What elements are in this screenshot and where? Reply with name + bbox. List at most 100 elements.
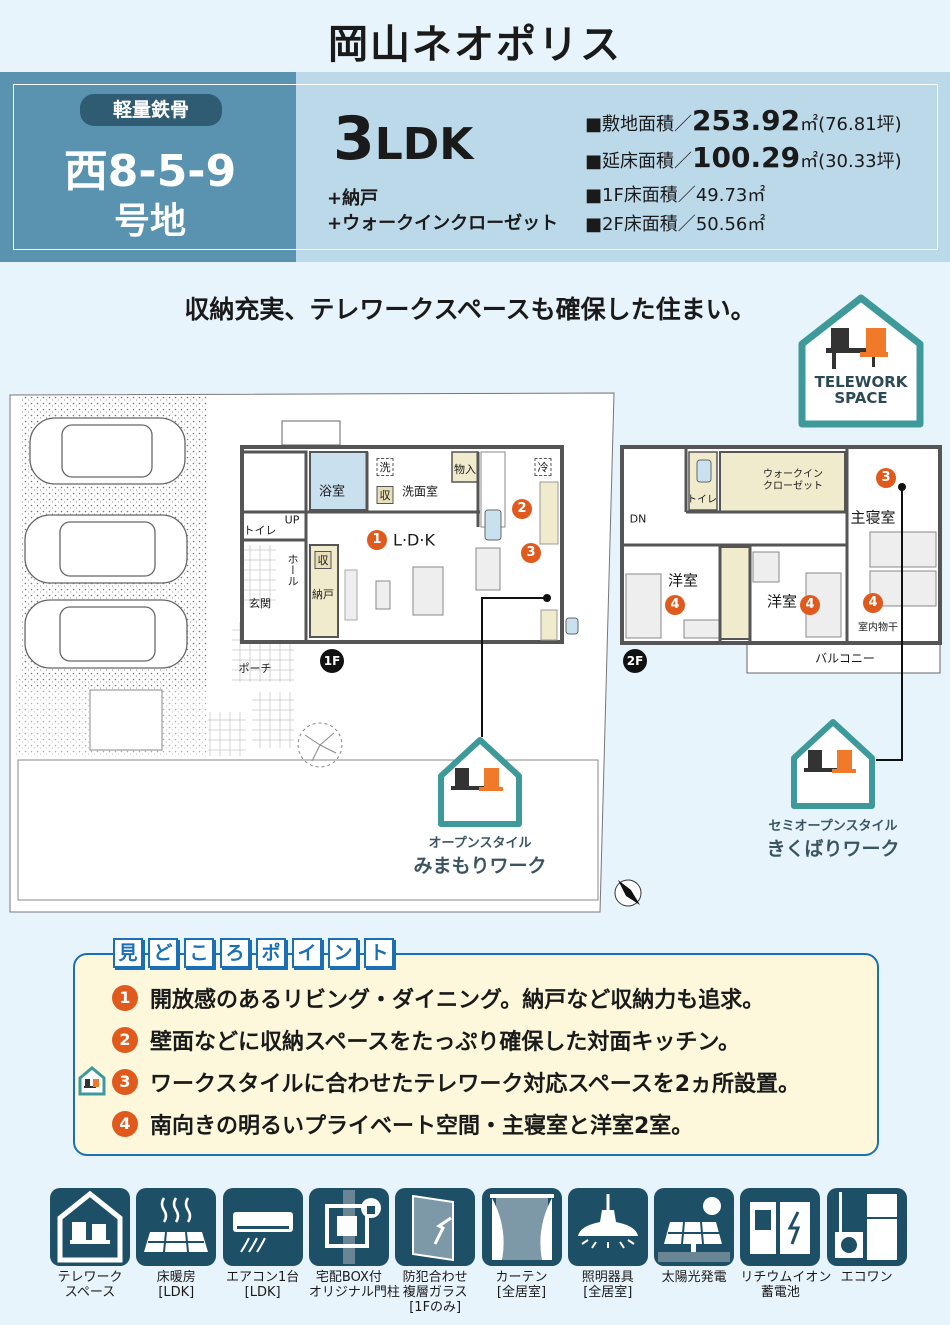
balcony-label: バルコニー [815, 651, 875, 666]
feature-caption: リチウムイオン蓄電池 [740, 1270, 832, 1300]
feature-label: エコワン [840, 1270, 893, 1285]
feature-label: エアコン1台 [225, 1270, 300, 1285]
point-number: 1 [112, 985, 138, 1011]
spec-label: ■1F床面積／ [585, 185, 696, 206]
room-western-2: 洋室 [766, 592, 798, 611]
storage-mark: 収 [376, 486, 394, 504]
points-heading-char: イ [292, 938, 322, 968]
feature-label: 防犯合わせ [402, 1270, 468, 1285]
feature-label: [LDK] [158, 1285, 195, 1300]
feature-label: 床暖房 [156, 1270, 196, 1285]
feature-label: オリジナル門柱 [308, 1285, 400, 1300]
layout-letters: LDK [374, 119, 474, 170]
storage-mark: 収 [314, 551, 332, 569]
extra-wic: +ウォークインクローゼット [327, 213, 559, 234]
feature-label: リチウムイオン [740, 1270, 832, 1285]
structure-badge: 軽量鉄骨 [80, 94, 222, 126]
ecoone-icon [834, 1192, 897, 1260]
spec-site-area: ■敷地面積／253.92㎡(76.81坪) [585, 104, 902, 137]
spec-1f-area: ■1F床面積／49.73㎡ [585, 181, 765, 207]
fridge-mark: 冷 [534, 458, 552, 476]
point-marker: 3 [876, 468, 896, 488]
spec-label: ■2F床面積／ [585, 214, 696, 235]
telework-icon [78, 1066, 106, 1096]
feature-lighting: 照明器具[全居室] [567, 1188, 648, 1300]
feature-tile [222, 1188, 303, 1266]
feature-delivery-box: 宅配BOX付オリジナル門柱 [308, 1188, 400, 1300]
header-right-panel [296, 72, 950, 262]
washer-mark: 洗 [376, 458, 394, 476]
feature-label: カーテン [495, 1270, 548, 1285]
feature-label: [全居室] [583, 1285, 633, 1300]
points-heading-char: ン [328, 938, 358, 968]
room-walk-in-closet: ウォークイン クローゼット [763, 469, 823, 492]
feature-label: [全居室] [496, 1285, 547, 1300]
point-number: 3 [112, 1069, 138, 1095]
feature-tile [481, 1188, 562, 1266]
telework-badge-line1: TELEWORK [814, 373, 908, 391]
spec-label: ■敷地面積／ [585, 114, 693, 135]
room-entrance: 玄関 [249, 597, 271, 610]
curtain-icon [489, 1194, 554, 1260]
spec-floor-area: ■延床面積／100.29㎡(30.33坪) [585, 141, 902, 174]
feature-telework: テレワークスペース [50, 1188, 130, 1300]
feature-caption: カーテン[全居室] [482, 1270, 562, 1300]
point-marker: 2 [512, 499, 532, 519]
room-master-bedroom: 主寝室 [850, 508, 896, 527]
feature-caption: エコワン [827, 1270, 907, 1285]
room-storage: 物入 [454, 463, 476, 476]
tree [297, 722, 343, 768]
feature-label: 照明器具 [581, 1270, 634, 1285]
point-text: 壁面などに収納スペースをたっぷり確保した対面キッチン。 [150, 1030, 741, 1055]
feature-tile [740, 1188, 821, 1266]
extra-pantry: +納戸 [327, 188, 379, 209]
indoor-drying-label: 室内物干 [858, 622, 898, 634]
room-ldk: L·D·K [393, 530, 435, 550]
room-western-1: 洋室 [667, 571, 699, 590]
feature-label: 複層ガラス [402, 1285, 468, 1300]
callout-connector [481, 597, 547, 737]
room-toilet-2f: トイレ [687, 494, 717, 506]
header-frame [13, 84, 938, 250]
feature-tile [567, 1188, 648, 1266]
points-heading-char: ポ [256, 938, 286, 968]
feature-caption: テレワークスペース [50, 1270, 130, 1300]
stairs-down-label: DN [629, 512, 647, 526]
callout-sub: オープンスタイル [428, 836, 532, 851]
spec-label: ■延床面積／ [585, 151, 693, 172]
floor-heating-icon [144, 1197, 209, 1253]
feature-caption: 宅配BOX付オリジナル門柱 [308, 1270, 400, 1300]
feature-label: 宅配BOX付 [315, 1270, 382, 1285]
semi-open-style-telework-icon [791, 719, 875, 809]
points-heading-char: ろ [220, 938, 250, 968]
point-marker: 3 [521, 543, 541, 563]
feature-label: スペース [64, 1285, 116, 1300]
feature-tile [136, 1188, 217, 1266]
feature-tile [395, 1188, 476, 1266]
security-glass-icon [412, 1194, 455, 1262]
feature-air-conditioner: エアコン1台[LDK] [222, 1188, 303, 1300]
tagline: 収納充実、テレワークスペースも確保した住まい。 [184, 295, 756, 324]
callout-main: みまもりワーク [413, 855, 547, 877]
room-toilet: トイレ [243, 524, 277, 537]
telework-badge-icon [798, 294, 924, 428]
layout-number: 3 [333, 104, 375, 174]
floor-badge-2f: 2F [623, 649, 647, 673]
open-style-telework-icon [438, 737, 522, 827]
feature-ecoone: エコワン [826, 1188, 907, 1285]
callout-open-style: オープンスタイルみまもりワーク [400, 832, 560, 878]
feature-curtain: カーテン[全居室] [481, 1188, 562, 1300]
spec-value: 49.73㎡ [695, 185, 766, 206]
callout-main: きくばりワーク [766, 838, 900, 860]
stairs-up-label: UP [284, 513, 300, 527]
solar-panel-icon [658, 1197, 731, 1262]
feature-tile [50, 1188, 130, 1266]
point-marker: 4 [665, 595, 685, 615]
feature-tile [654, 1188, 735, 1266]
porch-label: ポーチ [238, 662, 272, 675]
layout-type: 3LDK [333, 104, 473, 174]
